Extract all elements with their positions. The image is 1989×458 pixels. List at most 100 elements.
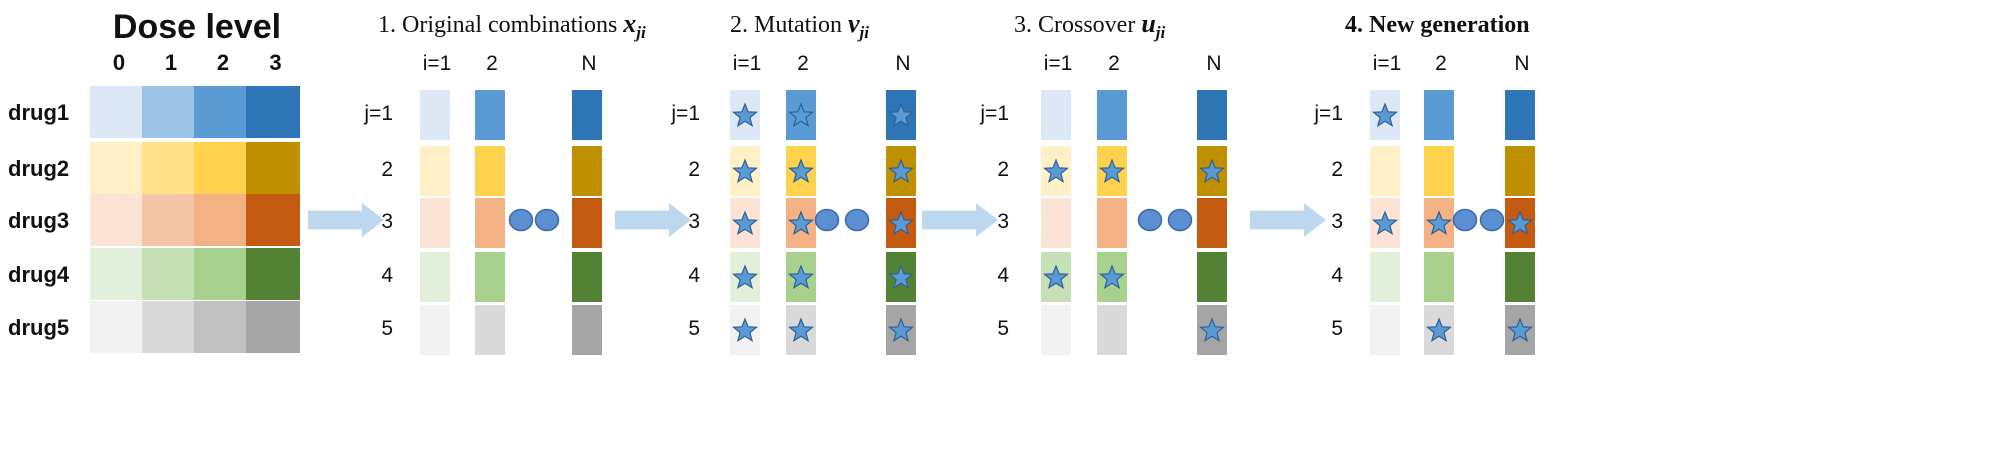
combination-cell — [475, 252, 505, 302]
drug-label: drug2 — [8, 156, 69, 181]
column-label: i=1 — [423, 52, 452, 75]
dose-cell — [246, 194, 300, 246]
ellipsis-dot — [814, 208, 840, 232]
star-marker — [1426, 210, 1452, 236]
dose-cell — [246, 301, 300, 353]
combination-cell — [420, 198, 450, 248]
star-marker — [1507, 210, 1533, 236]
column-label: N — [1514, 52, 1529, 75]
combination-cell — [475, 198, 505, 248]
row-label: j=1 — [363, 102, 393, 125]
combination-cell — [420, 252, 450, 302]
dose-cell — [90, 248, 143, 300]
combination-cell — [1370, 146, 1400, 196]
row-label: 3 — [997, 210, 1009, 233]
combination-cell — [572, 252, 602, 302]
ellipsis-dot — [1167, 208, 1193, 232]
row-label: 4 — [688, 264, 700, 287]
dose-level-label: 0 — [113, 50, 125, 75]
row-label: 2 — [1331, 158, 1343, 181]
star-marker — [888, 264, 914, 290]
star-marker — [732, 210, 758, 236]
drug-label: drug3 — [8, 208, 69, 233]
star-marker — [788, 264, 814, 290]
star-marker — [1043, 158, 1069, 184]
row-label: 5 — [381, 317, 393, 340]
star-marker — [1372, 102, 1398, 128]
combination-cell — [1370, 305, 1400, 355]
dose-cell — [142, 248, 195, 300]
dose-cell — [194, 142, 247, 194]
row-label: j=1 — [670, 102, 700, 125]
row-label: 2 — [381, 158, 393, 181]
star-marker — [732, 102, 758, 128]
column-label: N — [1206, 52, 1221, 75]
stage-title: 3. Crossover uji — [1014, 9, 1166, 42]
combination-cell — [572, 305, 602, 355]
star-marker — [1099, 158, 1125, 184]
combination-cell — [420, 90, 450, 140]
arrow-to-original — [308, 203, 384, 237]
row-label: j=1 — [979, 102, 1009, 125]
star-marker — [888, 158, 914, 184]
row-label: 2 — [688, 158, 700, 181]
star-marker — [888, 210, 914, 236]
dose-cell — [194, 301, 247, 353]
stage-title: 4. New generation — [1345, 12, 1530, 38]
dose-cell — [142, 86, 195, 138]
star-marker — [1426, 317, 1452, 343]
drug-label: drug1 — [8, 100, 69, 125]
star-marker — [1043, 264, 1069, 290]
ellipsis-dot — [534, 208, 560, 232]
dose-cell — [142, 142, 195, 194]
column-label: N — [581, 52, 596, 75]
combination-cell — [1505, 90, 1535, 140]
arrow-to-crossover — [922, 203, 998, 237]
column-label: 2 — [797, 52, 809, 75]
combination-cell — [1424, 90, 1454, 140]
ellipsis-dot — [844, 208, 870, 232]
star-marker — [732, 317, 758, 343]
dose-cell — [90, 142, 143, 194]
row-label: 5 — [1331, 317, 1343, 340]
star-marker — [788, 102, 814, 128]
column-label: i=1 — [733, 52, 762, 75]
dose-cell — [194, 194, 247, 246]
column-label: N — [895, 52, 910, 75]
stage-title: 2. Mutation vji — [730, 9, 869, 42]
ellipsis-dot — [1452, 208, 1478, 232]
dose-cell — [90, 194, 143, 246]
combination-cell — [1197, 90, 1227, 140]
combination-cell — [475, 305, 505, 355]
combination-cell — [420, 305, 450, 355]
column-label: i=1 — [1373, 52, 1402, 75]
dose-cell — [142, 301, 195, 353]
row-label: 5 — [997, 317, 1009, 340]
row-label: 3 — [381, 210, 393, 233]
drug-label: drug4 — [8, 262, 70, 287]
combination-cell — [1041, 305, 1071, 355]
star-marker — [1199, 158, 1225, 184]
drug-label: drug5 — [8, 315, 69, 340]
column-label: i=1 — [1044, 52, 1073, 75]
dose-level-label: 3 — [269, 50, 281, 75]
combination-cell — [572, 146, 602, 196]
combination-cell — [1370, 252, 1400, 302]
star-marker — [732, 158, 758, 184]
arrow-to-mutation — [615, 203, 691, 237]
combination-cell — [1505, 252, 1535, 302]
combination-cell — [475, 90, 505, 140]
combination-cell — [572, 198, 602, 248]
combination-cell — [1197, 198, 1227, 248]
row-label: 4 — [997, 264, 1009, 287]
row-label: 4 — [1331, 264, 1343, 287]
combination-cell — [1041, 198, 1071, 248]
dose-cell — [194, 248, 247, 300]
combination-cell — [475, 146, 505, 196]
row-label: 5 — [688, 317, 700, 340]
star-marker — [1507, 317, 1533, 343]
dose-cell — [246, 86, 300, 138]
row-label: 3 — [1331, 210, 1343, 233]
column-label: 2 — [1108, 52, 1120, 75]
